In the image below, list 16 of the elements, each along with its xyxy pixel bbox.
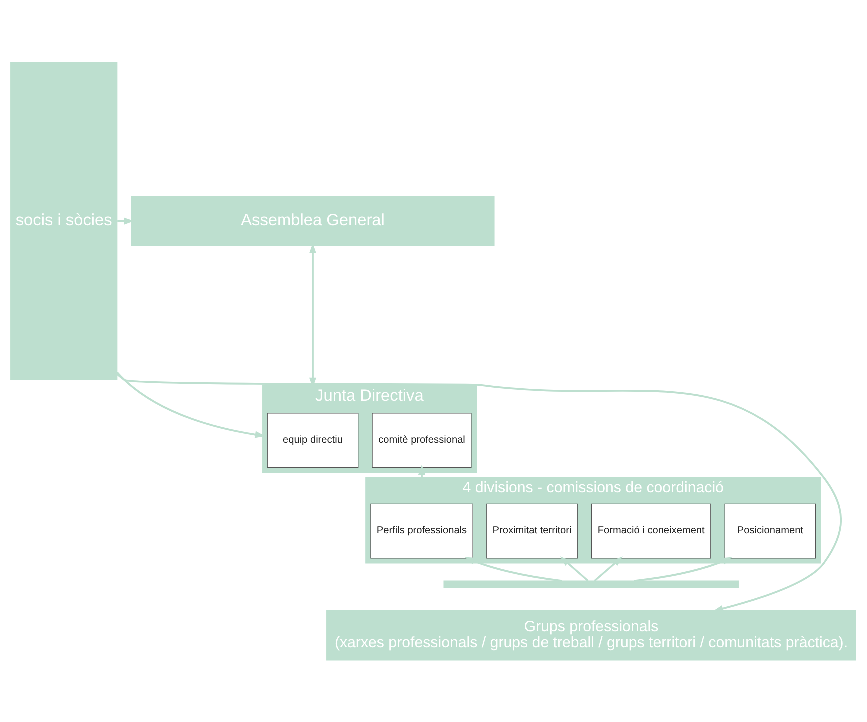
node-box: Posicionament bbox=[724, 503, 816, 558]
arrow bbox=[116, 373, 842, 612]
arrow bbox=[560, 556, 589, 582]
arrow bbox=[634, 556, 732, 582]
node-box: equip directiu bbox=[267, 412, 359, 468]
node-box: Assemblea General bbox=[131, 196, 495, 246]
arrow bbox=[116, 372, 266, 438]
node-box: Formació i coneixement bbox=[592, 503, 712, 558]
node-box: socis i sòcies bbox=[10, 62, 118, 380]
arrow bbox=[594, 556, 623, 582]
node-box: Proximitat territori bbox=[486, 503, 578, 558]
node-box: comitè professional bbox=[372, 412, 472, 468]
arrow bbox=[464, 556, 562, 582]
node-box: Perfils professionals bbox=[370, 503, 474, 558]
node-bar bbox=[444, 580, 740, 588]
node-box: Grups professionals (xarxes professionals / grups de treball / grups territori / comunitats pràctica). bbox=[326, 610, 856, 660]
